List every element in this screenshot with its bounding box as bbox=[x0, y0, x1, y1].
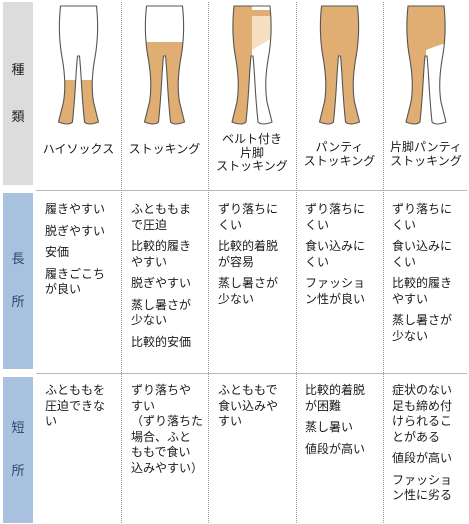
pros-cell-stocking: ふとももまで圧迫 比較的履きやすい 脱ぎやすい 蒸し暑さが少ない 比較的安価 bbox=[131, 202, 191, 356]
row-label-pros-char-2: 所 bbox=[11, 295, 25, 310]
pros-cell-knee-high: 履きやすい 脱ぎやすい 安価 履きごこちが良い bbox=[45, 202, 105, 304]
cons-item: 蒸し暑い bbox=[305, 420, 354, 434]
pros-item: 食い込みにくい bbox=[305, 239, 366, 269]
row-label-types-char-1: 種 bbox=[11, 62, 25, 78]
pros-item: ずり落ちにくい bbox=[218, 202, 279, 232]
pros-item: 脱ぎやすい bbox=[45, 223, 106, 238]
row-label-cons-char-1: 短 bbox=[11, 421, 25, 436]
cons-item: ファッション性に劣る bbox=[392, 472, 453, 503]
pros-item: 履きやすい bbox=[45, 202, 106, 216]
row-label-cons: 短 所 bbox=[3, 377, 33, 523]
pros-item: 比較的履きやすい bbox=[131, 239, 192, 269]
pros-cell-pantyhose: ずり落ちにくい 食い込みにくい ファッション性が良い bbox=[305, 202, 365, 313]
row-label-pros-char-1: 長 bbox=[11, 252, 25, 267]
belted-single-leg-stocking-icon bbox=[210, 4, 294, 128]
pros-item: ずり落ちにくい bbox=[305, 202, 366, 232]
column-divider bbox=[121, 2, 122, 523]
pros-item: 食い込みにくい bbox=[392, 239, 453, 269]
cons-item: 値段が高い bbox=[392, 451, 453, 465]
cons-cell-knee-high: ふとももを圧迫できない bbox=[45, 383, 105, 436]
pros-item: 脱ぎやすい bbox=[131, 276, 192, 290]
cons-item: ふとももを圧迫できない bbox=[45, 383, 106, 428]
pros-item: 比較的安価 bbox=[131, 334, 192, 349]
single-leg-pantyhose-icon bbox=[385, 4, 467, 128]
cons-item: ずり落ちやすい（ずり落ちた場合、ふとももで食い込みやすい） bbox=[131, 383, 204, 475]
type-name-stocking: ストッキング bbox=[128, 142, 201, 156]
cons-item: ふとももで食い込みやすい bbox=[218, 383, 279, 428]
pros-cell-single-leg-pantyhose: ずり落ちにくい 食い込みにくい 比較的履きやすい 蒸し暑さが少ない bbox=[392, 202, 452, 350]
cons-cell-pantyhose: 比較的着脱が困難 蒸し暑い 値段が高い bbox=[305, 383, 365, 463]
cons-item: 値段が高い bbox=[305, 441, 366, 456]
type-name-belted-single-leg: ベルト付き 片脚 ストッキング bbox=[216, 132, 288, 173]
row-label-types-char-2: 類 bbox=[11, 109, 25, 125]
cons-cell-single-leg-pantyhose: 症状のない足も締め付けられることがある 値段が高い ファッション性に劣る bbox=[392, 383, 452, 510]
cons-item: 比較的着脱が困難 bbox=[305, 383, 366, 413]
row-divider bbox=[36, 190, 467, 191]
cons-item: 症状のない足も締め付けられることがある bbox=[392, 383, 453, 444]
pros-item: 安価 bbox=[45, 245, 70, 259]
type-name-pantyhose: パンティ ストッキング bbox=[303, 140, 376, 168]
pros-item: ずり落ちにくい bbox=[392, 202, 453, 232]
pros-item: 比較的履きやすい bbox=[392, 276, 453, 306]
row-label-cons-char-2: 所 bbox=[11, 464, 25, 479]
pantyhose-legs-icon bbox=[298, 4, 381, 128]
pros-item: 蒸し暑さが少ない bbox=[218, 276, 279, 306]
row-label-pros: 長 所 bbox=[3, 193, 33, 369]
type-name-single-leg-pantyhose: 片脚パンティ ストッキング bbox=[390, 140, 462, 168]
pros-cell-belted-single-leg: ずり落ちにくい 比較的着脱が容易 蒸し暑さが少ない bbox=[218, 202, 278, 313]
pros-item: 比較的着脱が容易 bbox=[218, 239, 279, 269]
thigh-high-stockings-legs-icon bbox=[123, 4, 206, 128]
cons-cell-stocking: ずり落ちやすい（ずり落ちた場合、ふとももで食い込みやすい） bbox=[131, 383, 203, 482]
pros-item: ファッション性が良い bbox=[305, 276, 366, 306]
knee-high-socks-legs-icon bbox=[38, 4, 119, 128]
pros-item: 蒸し暑さが少ない bbox=[392, 313, 453, 343]
column-divider bbox=[383, 2, 384, 523]
column-divider bbox=[296, 2, 297, 523]
row-label-types: 種 類 bbox=[3, 2, 33, 185]
cons-cell-belted-single-leg: ふとももで食い込みやすい bbox=[218, 383, 278, 436]
pros-item: ふとももまで圧迫 bbox=[131, 202, 192, 232]
pros-item: 履きごこちが良い bbox=[45, 266, 106, 297]
column-divider bbox=[208, 2, 209, 523]
row-divider bbox=[36, 373, 467, 374]
pros-item: 蒸し暑さが少ない bbox=[131, 297, 192, 328]
type-name-knee-high: ハイソックス bbox=[42, 142, 115, 156]
